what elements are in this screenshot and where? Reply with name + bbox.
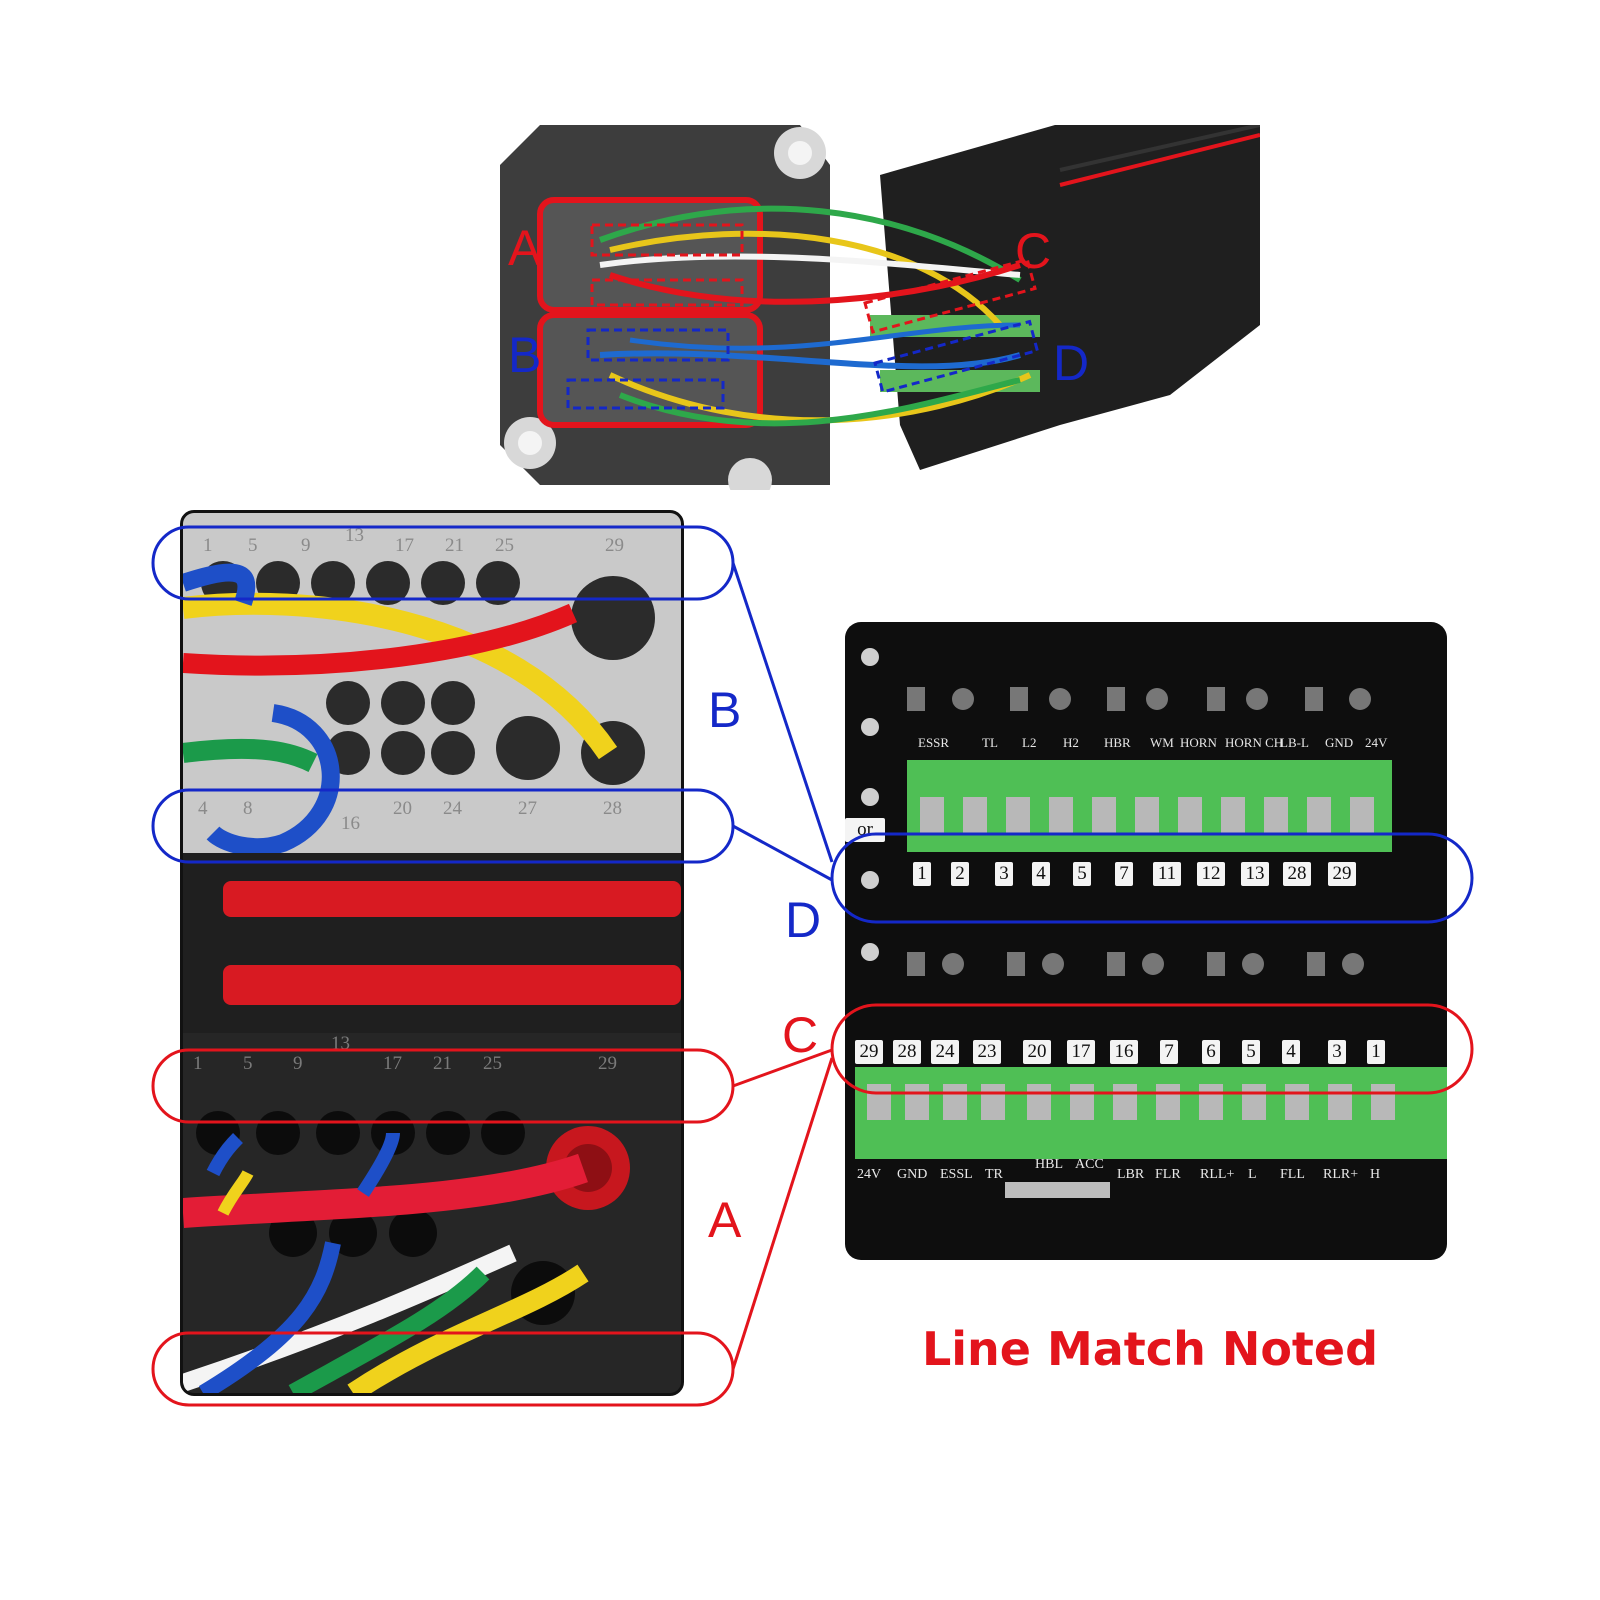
top-terminal-numbers: 1 2 3 4 5 7 11 12 13 28 29: [845, 862, 1447, 886]
callout-a-top: A: [508, 220, 542, 276]
callout-b-main: B: [708, 682, 742, 738]
callout-c-main: C: [782, 1007, 819, 1063]
top-wiring-photo: [500, 125, 1260, 490]
callout-c-top: C: [1015, 223, 1052, 279]
or-label: or: [845, 818, 885, 842]
callout-d-top: D: [1053, 335, 1090, 391]
top-terminal-names: ESSR TL L2 H2 HBR WM HORN HORN CH LB-L G…: [918, 735, 1388, 750]
caption-line-match: Line Match Noted: [921, 1322, 1379, 1376]
callout-b-top: B: [508, 327, 542, 383]
leader-b: [731, 562, 834, 863]
leader-a: [731, 1057, 834, 1370]
connector-closeup-photo: 1 5 9 13 17 21 25 29 4 8 16 20 24 27 28 …: [180, 510, 684, 1396]
callout-a-main: A: [708, 1192, 742, 1248]
leader-d: [732, 824, 833, 882]
terminal-board-drawing: [855, 648, 1447, 1198]
bottom-terminal-names: 24V GND ESSL TR HBL ACC LBR FLR RLL+ L F…: [857, 1157, 1381, 1182]
callout-d-main: D: [785, 892, 822, 948]
bottom-terminal-numbers: 29 28 24 23 20 17 16 7 6 5 4 3 1: [845, 1040, 1447, 1064]
connector-closeup-drawing: [183, 513, 681, 1393]
terminal-board-photo: or ESSR TL L2 H2 HBR WM HORN HORN CH LB-…: [845, 622, 1447, 1260]
